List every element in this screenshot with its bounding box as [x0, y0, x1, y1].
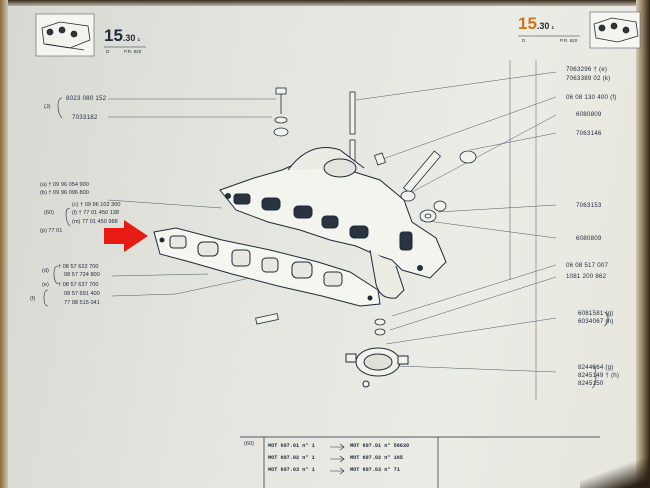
manifold-thumbnail-icon	[35, 13, 95, 57]
table-row: MOT 697.01 n° 1	[268, 443, 315, 449]
table-row: MOT 697.02 n° 1	[268, 455, 315, 461]
part-number: 8023 080 152	[66, 95, 107, 102]
table-row: MOT 697.03 n° 71	[350, 467, 400, 473]
manifold-thumbnail-icon	[589, 11, 641, 49]
part-number: 8245150	[578, 380, 604, 387]
part-number: 06 08 517 007	[566, 262, 609, 269]
section-small-left: D	[106, 49, 110, 54]
part-number: (p) 77 01	[40, 228, 63, 234]
part-number: (a) † 09 96 054 900	[40, 182, 89, 188]
part-number: 7063296 † (e)	[566, 66, 608, 73]
part-number: 7063153	[576, 202, 602, 209]
table-row: MOT 697.01 n° 56630	[350, 443, 410, 449]
table-row: MOT 697.03 n° 1	[268, 467, 315, 473]
part-number: 6034067 (h)	[578, 318, 614, 325]
part-number: 7063146	[576, 130, 602, 137]
stud-lower	[255, 313, 279, 325]
table-label: (60)	[244, 441, 254, 447]
leader-lines-right	[355, 60, 557, 400]
marker-j: (J)	[44, 104, 51, 110]
marker-60: (60)	[44, 210, 54, 216]
part-number: (c) † 09 96 102 300	[72, 202, 121, 208]
part-number: † 08 57 622 700	[58, 264, 99, 270]
part-number: 8244864 (g)	[578, 364, 614, 371]
part-number: (l) † 77 01 450 138	[72, 210, 119, 216]
part-number: 08 57 691 400	[64, 291, 100, 297]
part-number: 77 08 515 041	[64, 300, 100, 306]
section-small-right: D	[522, 38, 526, 43]
part-number: 8245149 † (h)	[578, 372, 620, 379]
manifold-gasket	[153, 227, 381, 307]
part-number: 6080809	[576, 111, 602, 118]
part-number: 06 08 130 400 (f)	[566, 94, 617, 101]
part-number: (b) † 09 96 096 800	[40, 190, 89, 196]
part-number: 6080809	[576, 235, 602, 242]
table-arrows	[330, 443, 345, 475]
part-number: 1081 200 862	[566, 273, 607, 280]
leader-lines-left	[107, 98, 276, 297]
part-number: † 08 57 637 700	[58, 282, 99, 288]
part-number: 7033182	[72, 114, 98, 121]
section-ref-left: P.R. 820	[124, 49, 142, 54]
marker-e: (e)	[42, 282, 49, 288]
section-ref-right: P.R. 820	[560, 38, 578, 43]
part-number: (m) 77 01 450 988	[72, 219, 118, 225]
table-frame	[240, 436, 600, 488]
part-number: 7063389 02 (k)	[566, 75, 611, 82]
table-row: MOT 697.02 n° 165	[350, 455, 403, 461]
part-number: 08 57 724 800	[64, 272, 100, 278]
exhaust-manifold	[219, 147, 447, 299]
marker-f: (f)	[30, 296, 36, 302]
braces	[43, 97, 609, 389]
washers	[374, 318, 386, 336]
red-arrow-icon	[104, 220, 148, 252]
exhaust-clamp	[345, 347, 409, 388]
part-number: 6081581 (g)	[578, 310, 614, 317]
marker-d: (d)	[42, 268, 49, 274]
